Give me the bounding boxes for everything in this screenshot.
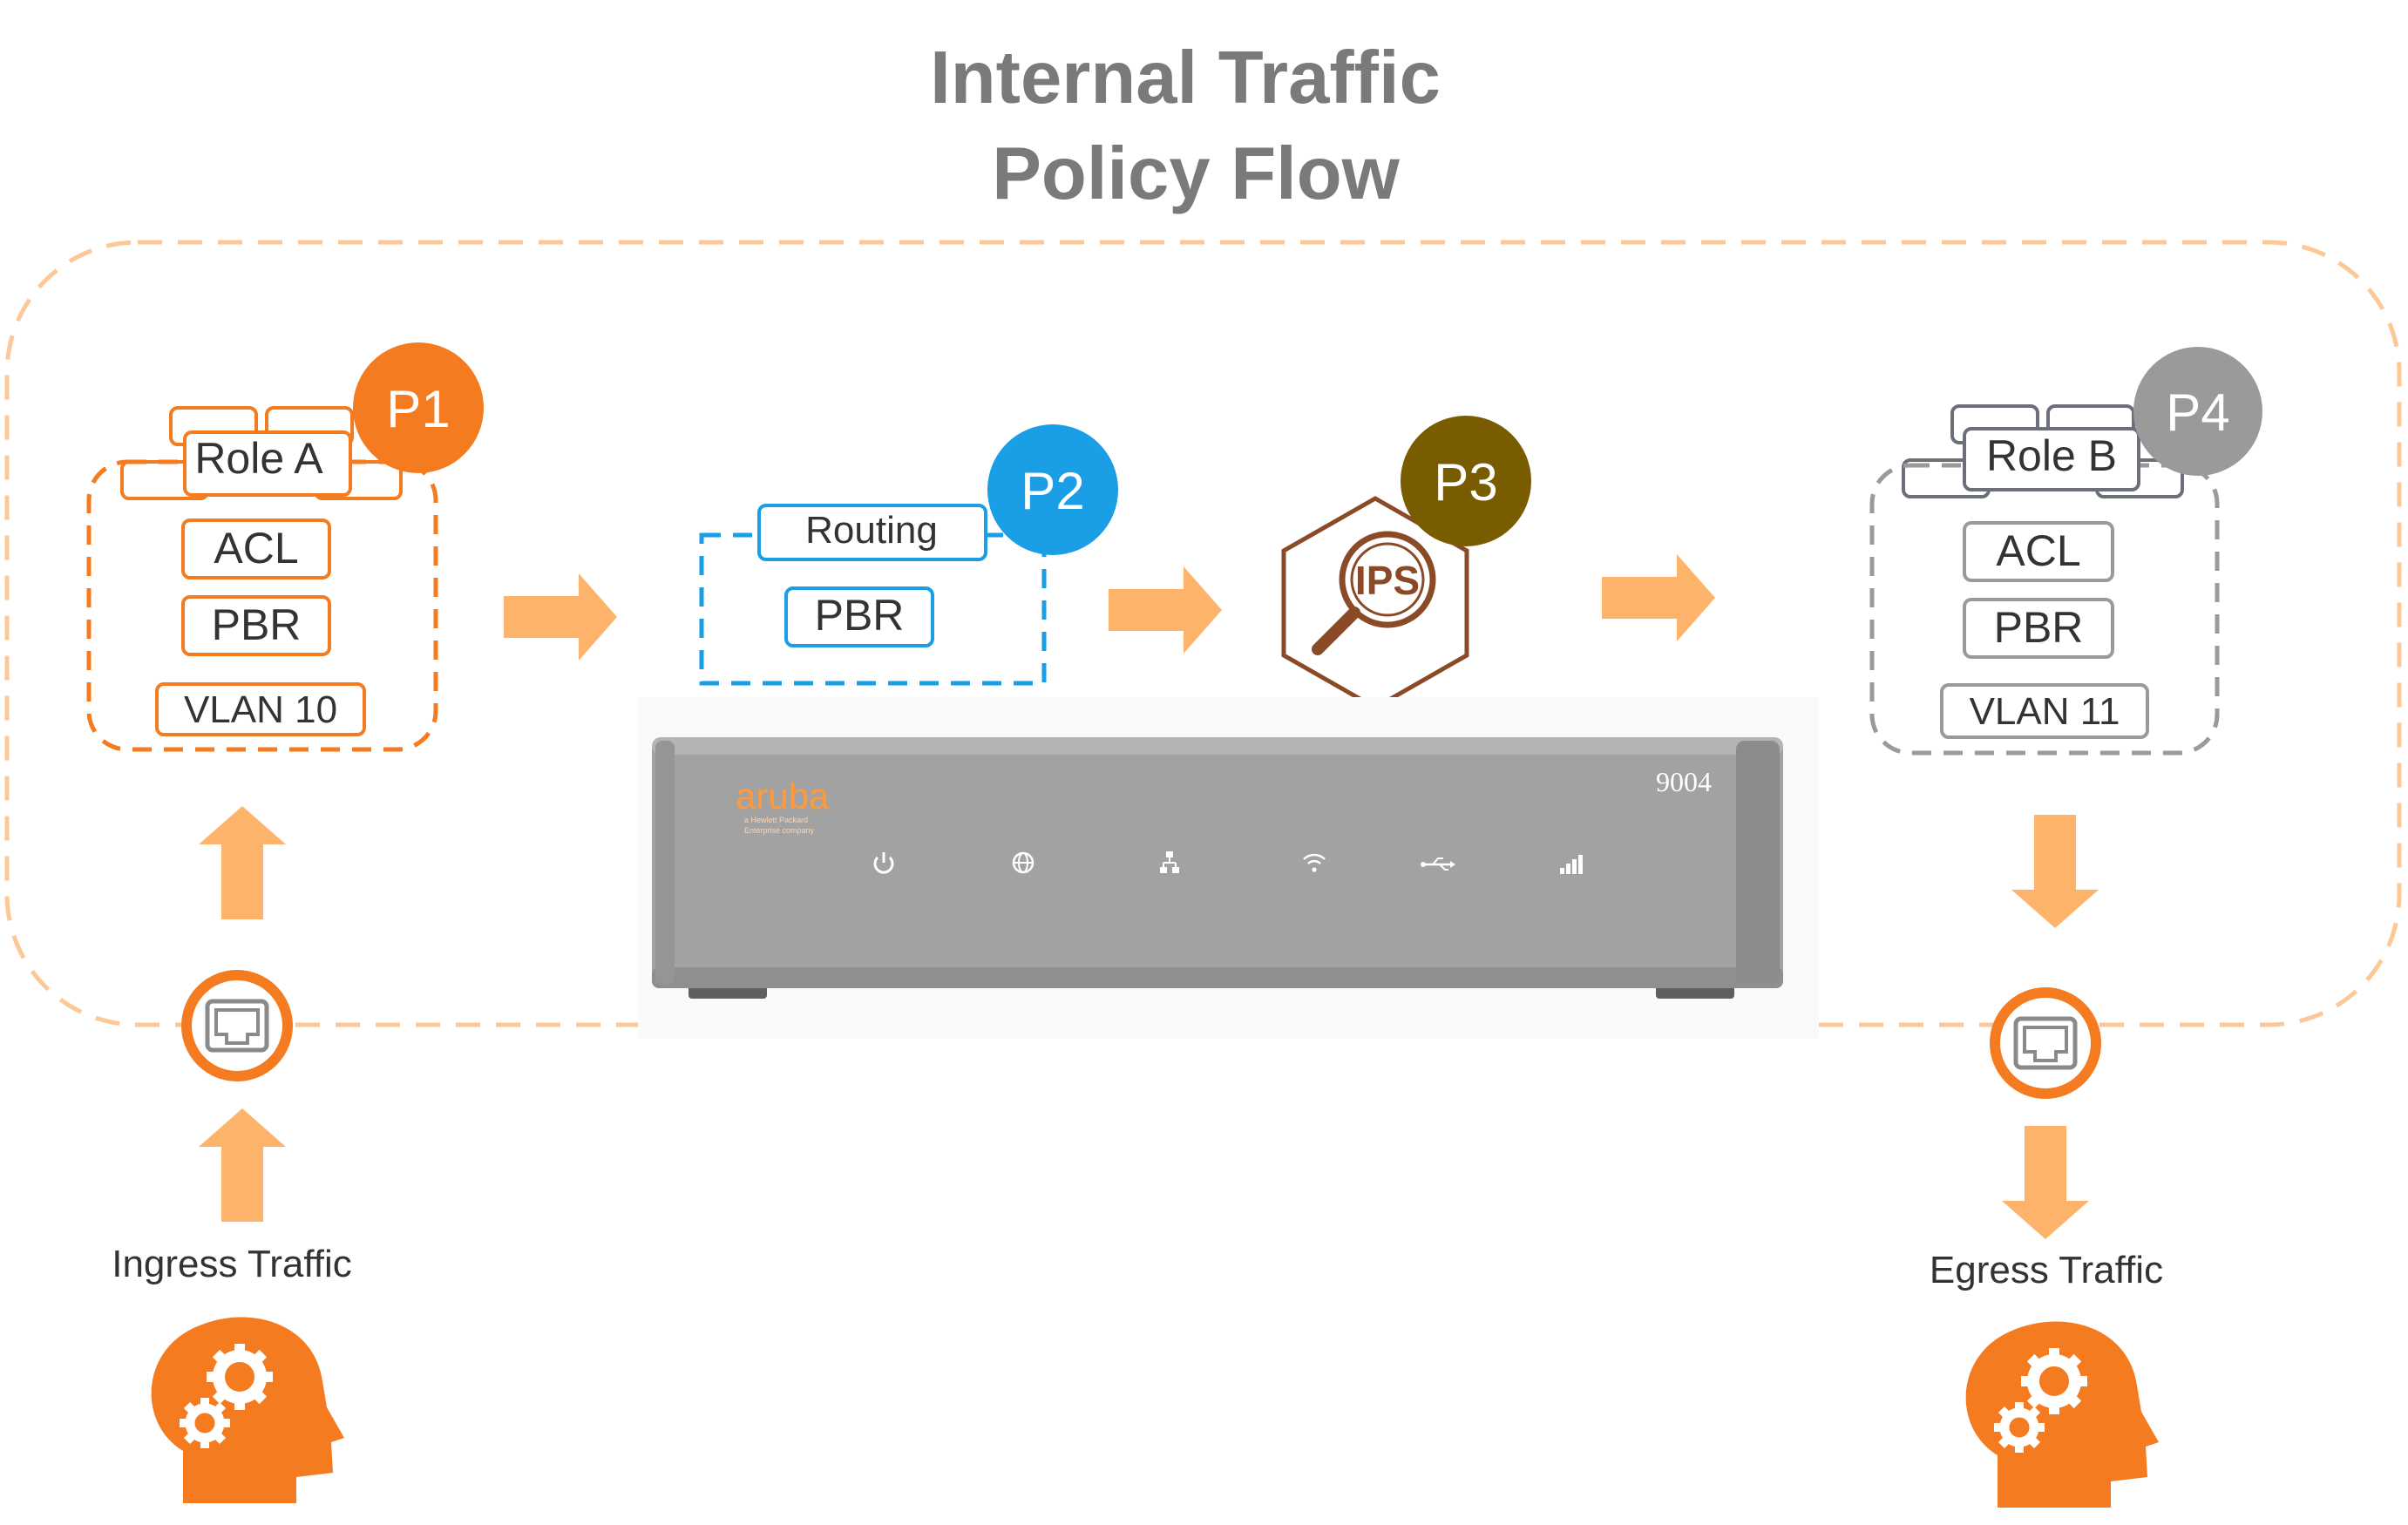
egress-path: Egress Traffic: [1930, 815, 2163, 1508]
vlan-10-label: VLAN 10: [184, 688, 337, 731]
ingress-user-head-gears-icon: [152, 1318, 344, 1504]
egress-arrow-lower: [2002, 1126, 2089, 1239]
routing-box: [757, 504, 987, 561]
pbr-label: PBR: [212, 600, 302, 649]
ingress-arrow-upper: [199, 806, 286, 919]
p3-badge-label: P3: [1434, 453, 1497, 512]
ips-label: IPS: [1355, 558, 1420, 603]
p4-pbr-label: PBR: [1994, 603, 2084, 652]
device-body: [652, 737, 1783, 988]
signal-icon: [1560, 855, 1583, 874]
p2-pbr-label: PBR: [815, 591, 905, 640]
ingress-path: Ingress Traffic: [112, 806, 352, 1503]
aruba-tagline-1: a Hewlett Packard: [744, 816, 808, 824]
vlan-10-box: [155, 682, 366, 736]
p4-badge: [2133, 347, 2262, 476]
p4-badge-label: P4: [2166, 383, 2229, 442]
diagram-title-line1: Internal Traffic: [930, 37, 1441, 119]
stage-p4: Role B ACL PBR VLAN 11 P4: [1869, 347, 2262, 756]
egress-port-icon: [1995, 993, 2096, 1094]
role-b-box: [1963, 427, 2140, 491]
p3-badge: [1401, 416, 1531, 546]
aruba-9004-gateway: aruba a Hewlett Packard Enterprise compa…: [638, 697, 1819, 1039]
flow-arrow-p1-p2: [504, 573, 617, 661]
stage-p1: Role A ACL PBR VLAN 10 P1: [86, 342, 484, 752]
routing-label: Routing: [805, 509, 938, 552]
ingress-traffic-label: Ingress Traffic: [112, 1243, 352, 1285]
ingress-arrow-lower: [199, 1108, 286, 1222]
p4-pbr-box: [1963, 598, 2114, 659]
pbr-box: [181, 595, 331, 656]
p2-badge: [987, 424, 1118, 555]
power-icon: [873, 852, 894, 874]
p4-acl-label: ACL: [1996, 526, 2080, 575]
egress-traffic-label: Egress Traffic: [1930, 1249, 2163, 1291]
egress-arrow-upper: [2011, 815, 2099, 928]
p2-pbr-box: [784, 586, 934, 647]
ingress-port-icon: [187, 975, 288, 1076]
flow-arrow-p2-p3: [1109, 566, 1222, 654]
vlan-11-label: VLAN 11: [1970, 690, 2120, 733]
role-b-label: Role B: [1986, 431, 2117, 480]
network-boundary: [4, 240, 2402, 1027]
aruba-logo-text: aruba: [736, 776, 830, 817]
p4-acl-box: [1963, 521, 2114, 582]
acl-label: ACL: [214, 524, 298, 573]
role-a-label: Role A: [194, 434, 323, 483]
globe-icon: [1012, 851, 1034, 874]
network-icon: [1160, 851, 1179, 873]
device-model: 9004: [1656, 766, 1712, 797]
aruba-tagline-2: Enterprise company: [744, 826, 815, 835]
diagram-title-line2: Policy Flow: [992, 132, 1400, 215]
ips-magnifier-icon: [1312, 531, 1436, 655]
p1-badge-label: P1: [386, 380, 450, 438]
flow-arrow-p3-p4: [1602, 554, 1715, 641]
stage-p3: IPS P3: [1281, 416, 1531, 710]
wifi-icon: [1303, 853, 1326, 872]
p1-badge: [353, 342, 484, 473]
acl-box: [181, 518, 331, 580]
egress-user-head-gears-icon: [1966, 1322, 2159, 1508]
usb-icon: [1421, 857, 1455, 871]
p2-badge-label: P2: [1021, 462, 1084, 520]
vlan-11-box: [1940, 683, 2149, 739]
stage-p2: Routing PBR P2: [699, 424, 1118, 686]
role-a-box: [183, 430, 352, 497]
